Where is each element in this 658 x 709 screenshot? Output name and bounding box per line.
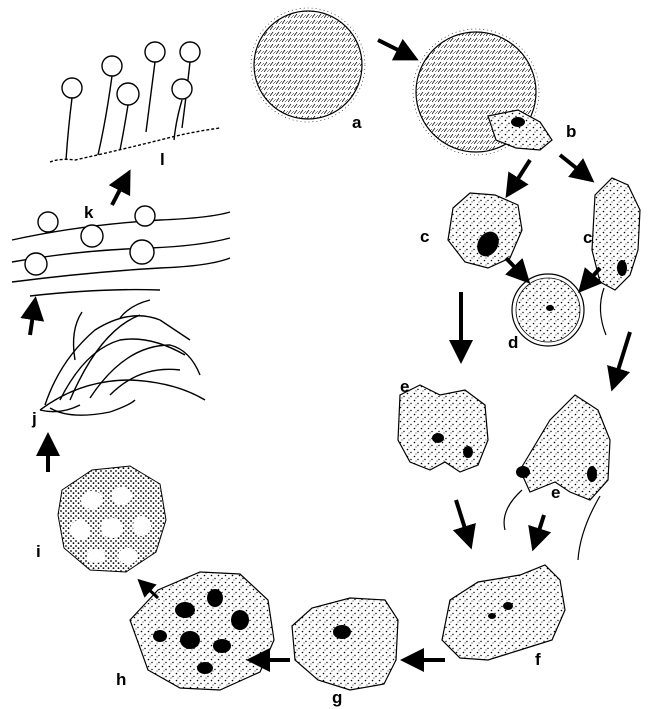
flagellate-c-right [591, 177, 641, 336]
label-i: i [36, 542, 41, 561]
fruiting-bodies-l [49, 41, 221, 163]
plasmodium-h [129, 571, 275, 691]
label-a: a [352, 113, 362, 132]
plasmodium-g [291, 597, 399, 691]
arrow-c-left-to-d [504, 256, 531, 284]
label-k: k [84, 203, 94, 222]
developing-sporangia-k [11, 205, 231, 297]
arrow-e-left-to-f [452, 499, 476, 550]
label-f: f [535, 650, 541, 669]
arrow-j-to-k [20, 296, 45, 336]
arrow-c-right-to-e-right [607, 331, 632, 392]
arrow-e-right-to-f [528, 514, 552, 552]
label-h: h [116, 670, 126, 689]
flagellate-e-right [503, 394, 611, 561]
microcyst-d [511, 273, 585, 347]
arrow-b-to-c-left [505, 158, 532, 199]
label-e-left: e [400, 377, 409, 396]
label-l: l [160, 150, 165, 169]
label-j: j [31, 409, 37, 428]
plasmodium-f [441, 564, 566, 661]
label-b: b [566, 122, 576, 141]
label-e-right: e [551, 483, 560, 502]
arrow-a-to-b [377, 38, 419, 61]
label-d: d [508, 333, 518, 352]
fan-plasmodium-j [39, 299, 206, 416]
label-g: g [332, 688, 342, 707]
arrow-k-to-l [108, 169, 131, 206]
arrow-b-to-c-right [558, 153, 595, 183]
arrow-c-right-to-d [578, 266, 603, 294]
arrows [20, 38, 632, 672]
amoeba-e-left [397, 384, 489, 473]
arrow-h-to-i [137, 578, 160, 600]
label-c-left: c [420, 227, 429, 246]
reticulate-plasmodium-i [57, 465, 167, 573]
germinating-spore-b [412, 28, 553, 156]
label-c-right: c [583, 228, 592, 247]
amoeba-c-left [447, 192, 523, 269]
spore-a [250, 7, 366, 123]
